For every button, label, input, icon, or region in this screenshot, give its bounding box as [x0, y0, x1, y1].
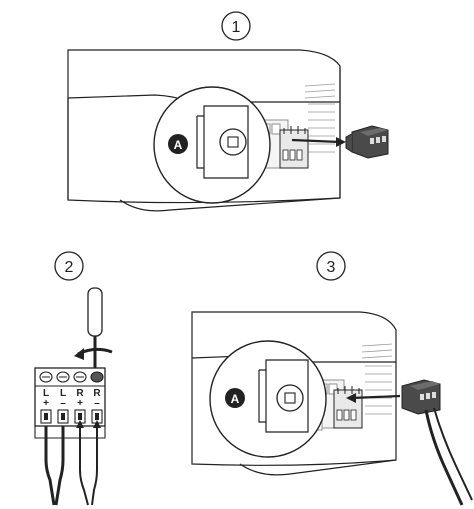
step-3-callout-a: A	[225, 388, 245, 408]
step-3-insertion-arrow	[346, 393, 401, 403]
step-3-number-badge: 3	[316, 251, 346, 281]
terminal-label-l-minus-channel: L	[60, 388, 66, 399]
step-2-number-badge: 2	[54, 251, 84, 281]
step-1-removal-arrow	[291, 137, 346, 147]
step-3-number: 3	[327, 259, 336, 276]
step-3-figure: 3	[191, 251, 473, 506]
terminal-label-r-plus-channel: R	[76, 388, 84, 399]
terminal-label-r-minus-polarity: –	[94, 398, 100, 409]
terminal-label-l-plus-channel: L	[43, 388, 49, 399]
step-3-wired-terminal-block	[401, 379, 473, 506]
step-3-port-a	[276, 384, 304, 412]
terminal-label-r-plus-polarity: +	[77, 398, 83, 409]
step-1-number: 1	[232, 19, 241, 36]
step-1-figure: 1	[67, 11, 389, 212]
step-1-removed-terminal-block	[345, 125, 389, 159]
terminal-label-r-minus-channel: R	[93, 388, 101, 399]
step-2-terminal-block: L L R R + – + –	[34, 367, 106, 439]
speaker-wires	[44, 426, 98, 506]
step-1-port-a	[219, 128, 247, 156]
step-1-callout-label: A	[174, 138, 183, 152]
step-1-terminal-in-socket	[279, 126, 309, 169]
step-3-callout-label: A	[231, 392, 240, 406]
step-3-magnifier	[209, 340, 327, 458]
terminal-label-l-minus-polarity: –	[60, 398, 66, 409]
step-2-figure: 2	[34, 251, 113, 506]
terminal-label-l-plus-polarity: +	[43, 398, 49, 409]
wire-insertion-arrows	[76, 420, 101, 450]
step-1-number-badge: 1	[221, 11, 251, 41]
step-1-magnifier	[153, 86, 271, 204]
step-1-callout-a: A	[168, 134, 188, 154]
step-2-number: 2	[65, 259, 74, 276]
screwdriver-icon	[87, 287, 103, 375]
step-3-terminal-in-socket	[333, 386, 363, 429]
rotation-arrow-icon	[74, 347, 113, 360]
